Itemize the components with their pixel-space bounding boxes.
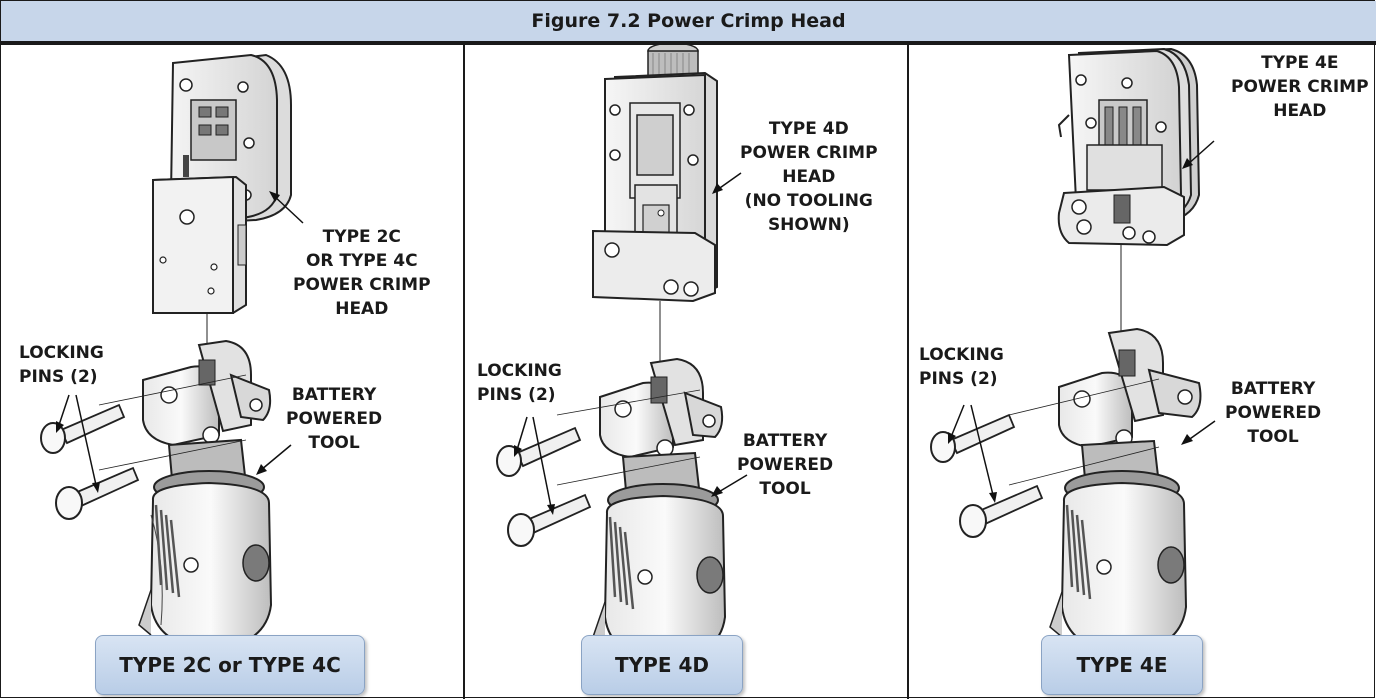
pins-callout: LOCKING PINS (2): [919, 343, 1004, 391]
tool-callout: BATTERY POWERED TOOL: [286, 383, 382, 455]
crimp-head-2c-illustration: [40, 53, 304, 661]
caption-type-2c-4c: TYPE 2C or TYPE 4C: [95, 635, 365, 695]
tool-callout-line: POWERED: [1225, 403, 1322, 423]
panel-divider: [463, 45, 465, 699]
head-callout-line: HEAD: [335, 299, 389, 319]
head-callout-line: HEAD: [782, 167, 836, 187]
head-callout-line: POWER CRIMP: [740, 143, 878, 163]
tool-callout: BATTERY POWERED TOOL: [737, 429, 833, 501]
head-callout-line: (NO TOOLING: [744, 191, 873, 211]
head-callout-line: TYPE 4E: [1261, 53, 1339, 73]
head-callout: TYPE 4E POWER CRIMP HEAD: [1231, 51, 1369, 123]
head-callout-line: SHOWN): [767, 215, 850, 235]
panel-type-4e: TYPE 4E POWER CRIMP HEAD LOCKING PINS (2…: [909, 45, 1376, 699]
head-callout-line: HEAD: [1273, 101, 1327, 121]
tool-callout-line: TOOL: [1247, 427, 1299, 447]
caption-type-4e: TYPE 4E: [1041, 635, 1203, 695]
head-callout-line: TYPE 4D: [768, 119, 849, 139]
panel-divider: [907, 45, 909, 699]
head-callout-line: POWER CRIMP: [1231, 77, 1369, 97]
pins-callout: LOCKING PINS (2): [477, 359, 562, 407]
figure-title: Figure 7.2 Power Crimp Head: [531, 10, 846, 32]
pins-callout-line: LOCKING: [477, 361, 562, 381]
panel-type-2c-4c: TYPE 2C OR TYPE 4C POWER CRIMP HEAD LOCK…: [1, 45, 463, 699]
pins-callout-line: LOCKING: [19, 343, 104, 363]
head-callout-line: OR TYPE 4C: [305, 251, 418, 271]
title-bar: Figure 7.2 Power Crimp Head: [1, 1, 1376, 45]
tool-callout-line: POWERED: [737, 455, 834, 475]
crimp-head-4e-illustration: [930, 47, 1216, 656]
tool-callout-line: TOOL: [759, 479, 811, 499]
pins-callout-line: PINS (2): [919, 369, 998, 389]
tool-callout-line: BATTERY: [1230, 379, 1316, 399]
head-callout: TYPE 2C OR TYPE 4C POWER CRIMP HEAD: [293, 225, 431, 321]
tool-callout-line: TOOL: [308, 433, 360, 453]
panel-type-4d: TYPE 4D POWER CRIMP HEAD (NO TOOLING SHO…: [465, 45, 907, 699]
tool-callout-line: BATTERY: [742, 431, 828, 451]
tool-callout: BATTERY POWERED TOOL: [1225, 377, 1321, 449]
tool-callout-line: POWERED: [286, 409, 383, 429]
caption-type-4d: TYPE 4D: [581, 635, 743, 695]
crimp-head-4d-illustration: [496, 45, 748, 664]
head-callout-line: POWER CRIMP: [293, 275, 431, 295]
tool-callout-line: BATTERY: [291, 385, 377, 405]
head-callout-line: TYPE 2C: [322, 227, 401, 247]
pins-callout-line: LOCKING: [919, 345, 1004, 365]
pins-callout: LOCKING PINS (2): [19, 341, 104, 389]
pins-callout-line: PINS (2): [19, 367, 98, 387]
head-callout: TYPE 4D POWER CRIMP HEAD (NO TOOLING SHO…: [740, 117, 878, 237]
pins-callout-line: PINS (2): [477, 385, 556, 405]
